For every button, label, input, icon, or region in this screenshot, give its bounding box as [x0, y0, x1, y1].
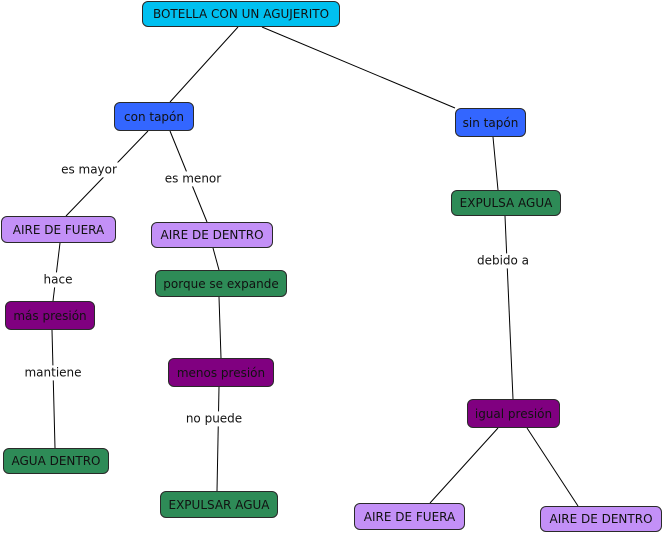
node-expulsar-agua[interactable]: EXPULSAR AGUA: [160, 491, 278, 518]
node-mas-presion[interactable]: más presión: [5, 301, 95, 330]
node-aire-de-dentro-left[interactable]: AIRE DE DENTRO: [151, 222, 273, 248]
node-porque-se-expande[interactable]: porque se expande: [155, 270, 287, 297]
link-label-es-menor: es menor: [162, 171, 224, 187]
link-label-no-puede: no puede: [183, 411, 245, 427]
node-root-botella[interactable]: BOTELLA CON UN AGUJERITO: [142, 1, 340, 27]
node-aire-de-dentro-right[interactable]: AIRE DE DENTRO: [540, 506, 662, 532]
node-agua-dentro[interactable]: AGUA DENTRO: [3, 448, 109, 474]
link-label-es-mayor: es mayor: [59, 162, 119, 178]
node-aire-de-fuera-left[interactable]: AIRE DE FUERA: [1, 216, 116, 243]
link-label-hace: hace: [41, 272, 75, 288]
node-sin-tapon[interactable]: sin tapón: [455, 108, 526, 137]
node-expulsa-agua[interactable]: EXPULSA AGUA: [451, 190, 561, 216]
link-label-debido-a: debido a: [474, 253, 532, 269]
node-igual-presion[interactable]: igual presión: [467, 399, 560, 428]
node-menos-presion[interactable]: menos presión: [168, 358, 274, 387]
link-label-mantiene: mantiene: [22, 365, 84, 381]
node-aire-de-fuera-right[interactable]: AIRE DE FUERA: [354, 503, 465, 530]
node-con-tapon[interactable]: con tapón: [114, 102, 194, 131]
